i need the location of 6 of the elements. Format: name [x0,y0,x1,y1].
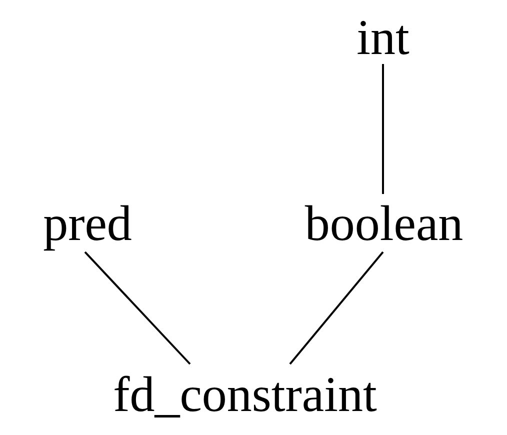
connector-line [382,64,384,194]
connector-line [84,251,191,365]
node-label: boolean [304,198,464,248]
node-label: fd_constraint [113,369,377,419]
node-label: int [356,12,410,62]
connector-line [289,251,384,365]
